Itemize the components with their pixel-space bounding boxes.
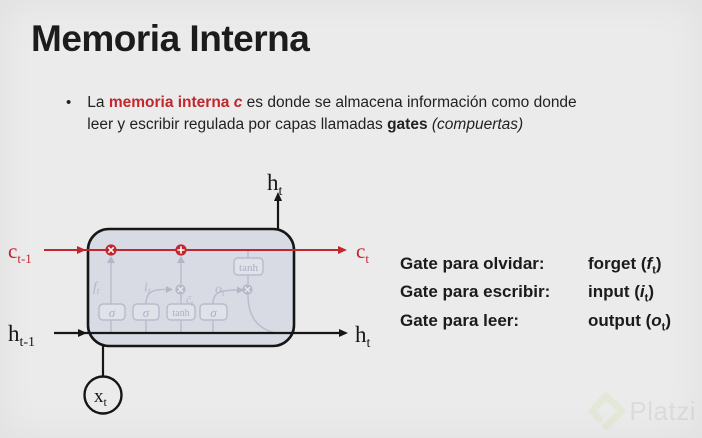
sigma-box-forget bbox=[98, 303, 126, 321]
bullet-text-pre2: leer y escribir regulada por capas llama… bbox=[87, 116, 388, 133]
bullet-text: La memoria interna c es donde se almacen… bbox=[87, 92, 576, 136]
gate-label: Gate para leer: bbox=[400, 310, 520, 330]
label-c-tilde: c̃t bbox=[186, 294, 194, 308]
svg-text:σ: σ bbox=[210, 305, 217, 320]
lstm-inner-arrowheads bbox=[107, 256, 244, 294]
svg-text:tanh: tanh bbox=[239, 262, 258, 274]
multiply-op-node bbox=[105, 244, 117, 256]
bullet-line-1: La memoria interna c es donde se almacen… bbox=[87, 92, 576, 114]
h-entry-arrowhead bbox=[78, 329, 87, 337]
bullet-text-pre: La bbox=[87, 94, 109, 111]
gate-legend-row-input: Gate para escribir: input (it) bbox=[400, 281, 700, 309]
gate-value: input (it) bbox=[588, 282, 654, 305]
add-op-node bbox=[175, 244, 187, 256]
label-c-prev: ct-1 bbox=[8, 239, 32, 266]
lstm-gate-box-labels: σ σ tanh σ tanh bbox=[109, 262, 259, 320]
bullet-highlight-var: c bbox=[233, 94, 243, 111]
bullet-line-2: leer y escribir regulada por capas llama… bbox=[87, 114, 576, 136]
platzi-wordmark: Platzi bbox=[629, 395, 696, 426]
svg-text:σ: σ bbox=[109, 305, 116, 320]
svg-text:σ: σ bbox=[143, 305, 150, 320]
gate-value: forget (ft) bbox=[588, 254, 662, 277]
lstm-io-labels: ct-1 ct ht-1 ht ht xt bbox=[8, 170, 371, 409]
c-entry-arrowhead bbox=[77, 246, 86, 254]
gate-legend-row-output: Gate para leer: output (ot) bbox=[400, 310, 700, 338]
gate-label: Gate para escribir: bbox=[400, 282, 551, 302]
gate-legend-row-forget: Gate para olvidar: forget (ft) bbox=[400, 253, 700, 281]
lstm-gate-boxes bbox=[98, 257, 264, 321]
bullet-italic-compuertas: (compuertas) bbox=[427, 116, 524, 133]
label-h-prev: ht-1 bbox=[8, 321, 35, 350]
label-f-gate: ft bbox=[93, 280, 100, 296]
bullet-marker: • bbox=[66, 94, 72, 111]
bullet-bold-gates: gates bbox=[387, 116, 428, 133]
label-h-top: ht bbox=[267, 170, 283, 199]
label-o-gate: ot bbox=[215, 282, 225, 298]
h-top-arrowhead bbox=[274, 192, 282, 201]
page-title: Memoria Interna bbox=[31, 18, 310, 59]
x-input-circle bbox=[83, 375, 123, 415]
svg-text:tanh: tanh bbox=[172, 308, 189, 319]
label-c-next: ct bbox=[356, 239, 369, 266]
gate-label: Gate para olvidar: bbox=[400, 254, 545, 273]
bullet-highlight: memoria interna bbox=[108, 94, 234, 111]
platzi-watermark: Platzi bbox=[585, 390, 696, 432]
lstm-inner-wiring bbox=[110, 251, 277, 334]
label-i-gate: it bbox=[144, 280, 151, 296]
platzi-chevron-icon bbox=[588, 392, 626, 430]
tanh-box-candidate bbox=[166, 303, 196, 321]
gray-multiply-nodes bbox=[175, 284, 253, 295]
sigma-box-output bbox=[199, 303, 228, 321]
lstm-inner-labels: ft it ot c̃t bbox=[93, 280, 225, 308]
h-exit-arrowhead bbox=[339, 329, 348, 337]
c-exit-arrowhead bbox=[338, 246, 347, 254]
tanh-box-output bbox=[233, 257, 264, 276]
gate-value: output (ot) bbox=[588, 310, 671, 334]
label-h-right: ht bbox=[355, 322, 371, 351]
gate-legend: Gate para olvidar: forget (ft) Gate para… bbox=[400, 253, 700, 338]
sigma-box-input bbox=[132, 303, 160, 321]
bullet-text-rest: es donde se almacena información como do… bbox=[242, 94, 577, 111]
bullet-item: • La memoria interna c es donde se almac… bbox=[66, 92, 656, 136]
label-x-input: xt bbox=[94, 386, 108, 409]
